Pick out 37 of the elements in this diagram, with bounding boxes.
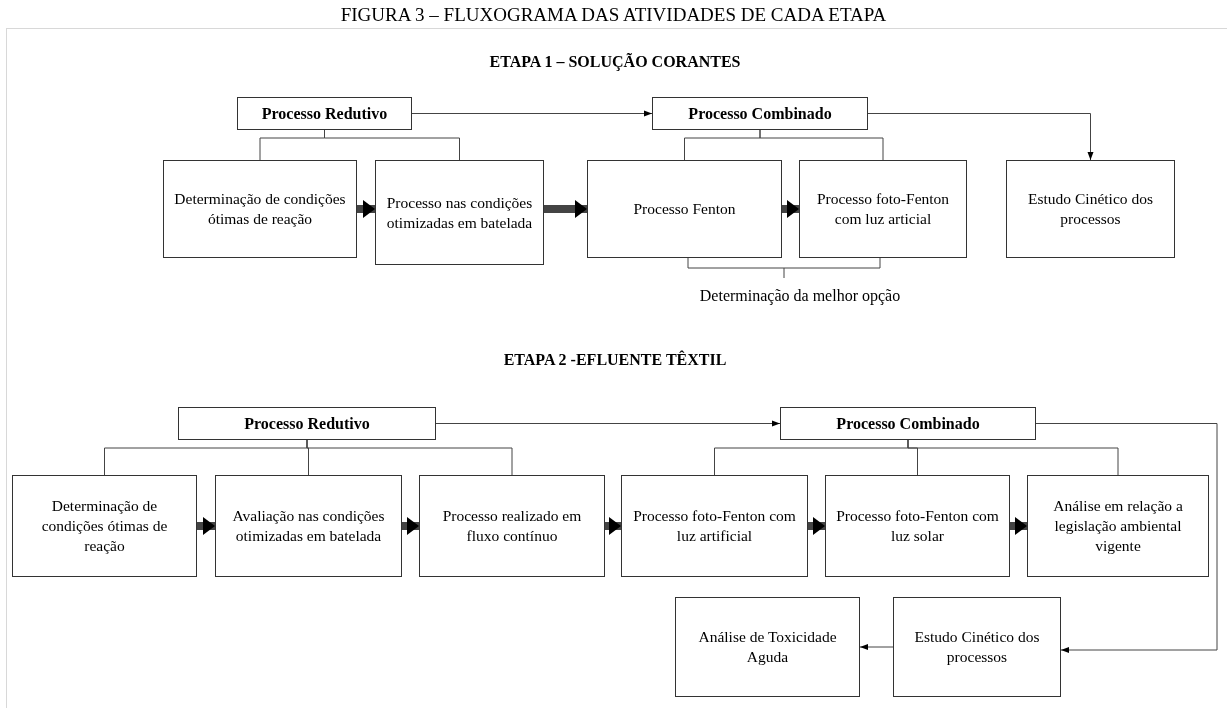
process-box: Processo nas condições otimizadas em batelada xyxy=(375,160,544,265)
process-box: Estudo Cinético dos processos xyxy=(1006,160,1175,258)
block-arrow xyxy=(357,200,375,218)
bracket-connector xyxy=(907,439,1119,476)
block-arrow xyxy=(1010,517,1027,535)
header-box: Processo Redutivo xyxy=(178,407,436,440)
header-box: Processo Combinado xyxy=(780,407,1036,440)
arrow xyxy=(859,644,894,650)
process-box: Processo Fenton xyxy=(587,160,782,258)
header-box: Processo Redutivo xyxy=(237,97,412,130)
process-box: Processo foto-Fenton com luz artificial xyxy=(621,475,808,577)
block-arrow xyxy=(782,200,799,218)
block-arrow xyxy=(605,517,621,535)
stage-heading: ETAPA 1 – SOLUÇÃO CORANTES xyxy=(488,52,742,73)
arrow xyxy=(435,420,781,427)
process-box: Determinação de condições ótimas de reação xyxy=(12,475,197,577)
process-box: Avaliação nas condições otimizadas em batelada xyxy=(215,475,402,577)
bracket-connector xyxy=(306,439,513,476)
arrow xyxy=(867,113,1094,161)
arrow xyxy=(1035,423,1218,653)
bracket-connector xyxy=(759,129,884,161)
header-box: Processo Combinado xyxy=(652,97,868,130)
bracket-label: Determinação da melhor opção xyxy=(698,286,902,307)
process-box: Análise de Toxicidade Aguda xyxy=(675,597,860,697)
process-box: Processo realizado em fluxo contínuo xyxy=(419,475,605,577)
process-box: Análise em relação a legislação ambiental vigente xyxy=(1027,475,1209,577)
block-arrow xyxy=(544,200,587,218)
figure-title: FIGURA 3 – FLUXOGRAMA DAS ATIVIDADES DE CADA ETAPA xyxy=(339,4,888,26)
process-box: Processo foto-Fenton com luz solar xyxy=(825,475,1010,577)
process-box: Processo foto-Fenton com luz articial xyxy=(799,160,967,258)
process-box: Determinação de condições ótimas de reação xyxy=(163,160,357,258)
block-arrow xyxy=(402,517,419,535)
process-box: Estudo Cinético dos processos xyxy=(893,597,1061,697)
stage-heading: ETAPA 2 -EFLUENTE TÊXTIL xyxy=(502,349,728,370)
arrow xyxy=(411,110,653,117)
block-arrow xyxy=(808,517,825,535)
block-arrow xyxy=(197,517,215,535)
